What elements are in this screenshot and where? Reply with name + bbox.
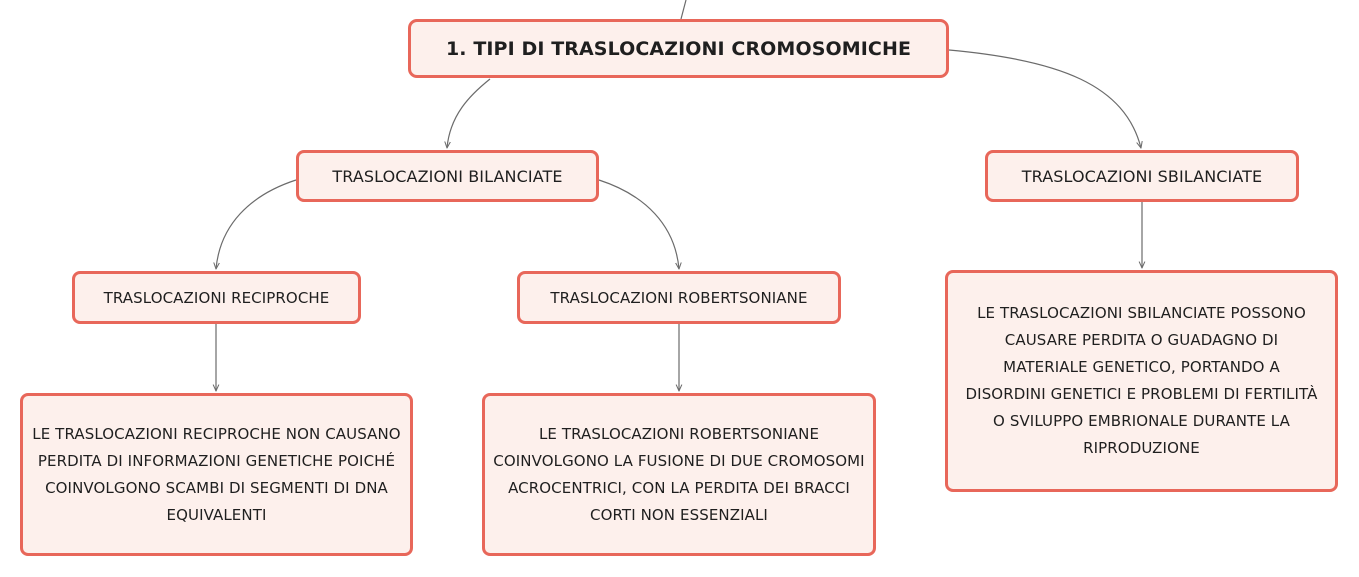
unbalanced-translocations-node[interactable]: TRASLOCAZIONI SBILANCIATE xyxy=(985,150,1299,202)
connector-balanced-to-robertsonian xyxy=(598,179,679,269)
balanced-translocations-node[interactable]: TRASLOCAZIONI BILANCIATE xyxy=(296,150,599,202)
reciprocal-translocations-label: TRASLOCAZIONI RECIPROCHE xyxy=(103,288,330,307)
robertsonian-translocations-node[interactable]: TRASLOCAZIONI ROBERTSONIANE xyxy=(517,271,841,324)
robertsonian-translocations-label: TRASLOCAZIONI ROBERTSONIANE xyxy=(550,288,808,307)
connector-root-to-balanced xyxy=(447,78,491,148)
root-topic-label: 1. TIPI DI TRASLOCAZIONI CROMOSOMICHE xyxy=(445,37,912,60)
connector-root-to-unbalanced xyxy=(948,49,1141,148)
connector-balanced-to-reciprocal xyxy=(216,179,297,269)
connector-incoming-to-root xyxy=(680,0,687,20)
unbalanced-description-text: LE TRASLOCAZIONI SBILANCIATE POSSONO CAU… xyxy=(965,304,1318,457)
robertsonian-description-node[interactable]: LE TRASLOCAZIONI ROBERTSONIANE COINVOLGO… xyxy=(482,393,876,556)
unbalanced-translocations-label: TRASLOCAZIONI SBILANCIATE xyxy=(1021,166,1263,186)
root-topic-node[interactable]: 1. TIPI DI TRASLOCAZIONI CROMOSOMICHE xyxy=(408,19,949,78)
unbalanced-description-node[interactable]: LE TRASLOCAZIONI SBILANCIATE POSSONO CAU… xyxy=(945,270,1338,492)
reciprocal-description-text: LE TRASLOCAZIONI RECIPROCHE NON CAUSANO … xyxy=(32,424,401,524)
robertsonian-description-text: LE TRASLOCAZIONI ROBERTSONIANE COINVOLGO… xyxy=(493,424,865,524)
reciprocal-translocations-node[interactable]: TRASLOCAZIONI RECIPROCHE xyxy=(72,271,361,324)
reciprocal-description-node[interactable]: LE TRASLOCAZIONI RECIPROCHE NON CAUSANO … xyxy=(20,393,413,556)
balanced-translocations-label: TRASLOCAZIONI BILANCIATE xyxy=(332,166,563,186)
